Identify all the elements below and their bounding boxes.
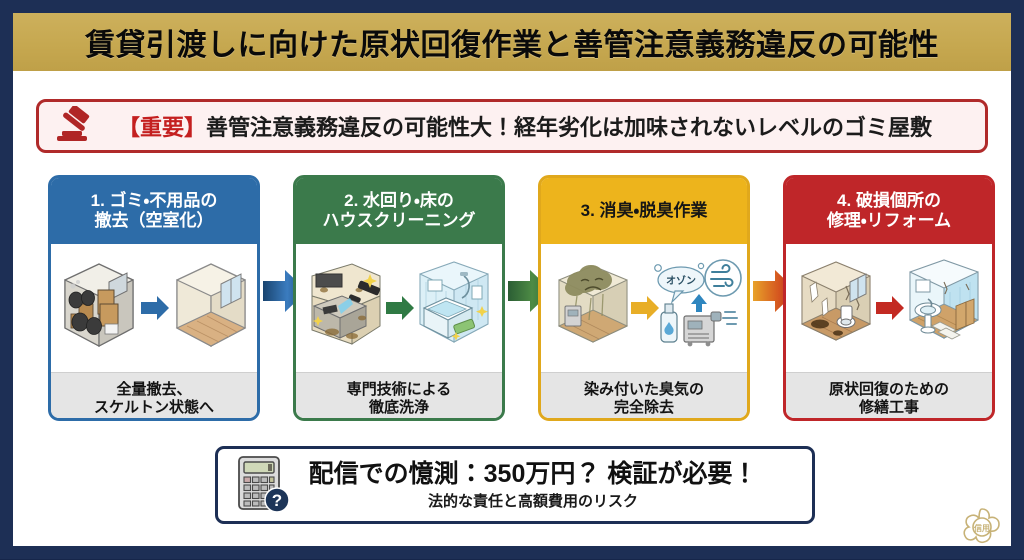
step-4-caption: 原状回復のための 修繕工事 <box>786 372 992 418</box>
gavel-icon <box>53 104 99 146</box>
step-card-3[interactable]: 3. 消臭・脱臭作業 <box>538 175 750 421</box>
logo-text: 信用 <box>973 523 990 533</box>
inner-arrow-4 <box>876 296 904 320</box>
step-1-header-line2: 撤去（空室化） <box>94 211 214 230</box>
callout-text-block: 配信での憶測：350万円？ 検証が必要！ 法的な責任と高額費用のリスク <box>300 460 812 511</box>
inner-arrow-3 <box>631 296 659 320</box>
callout-headline: 配信での憶測：350万円？ 検証が必要！ <box>308 459 758 488</box>
step-1-caption: 全量撤去、 スケルトン状態へ <box>51 372 257 418</box>
inner-arrow-2 <box>386 296 414 320</box>
title-bar: 賃貸引渡しに向けた原状回復作業と善管注意義務違反の可能性 <box>13 13 1011 71</box>
alert-body: 善管注意義務違反の可能性大！経年劣化は加味されないレベルのゴミ屋敷 <box>206 115 933 140</box>
step-card-2[interactable]: 2. 水回り・床の ハウスクリーニング <box>293 175 505 421</box>
step-1-header: 1. ゴミ・不用品の 撤去（空室化） <box>51 178 257 244</box>
calculator-icon: ? <box>236 455 292 515</box>
step-2-illustration <box>296 244 502 372</box>
flower-emblem-logo: 信用 <box>956 503 1008 555</box>
svg-text:オゾン: オゾン <box>666 274 696 287</box>
step-1-caption-line1: 全量撤去、 <box>116 381 192 398</box>
alert-tag: 【重要】 <box>117 115 206 140</box>
alert-text: 【重要】善管注意義務違反の可能性大！経年劣化は加味されないレベルのゴミ屋敷 <box>105 110 985 142</box>
step-3-header-line1: 3. 消臭・脱臭作業 <box>580 200 708 220</box>
svg-text:?: ? <box>272 491 282 510</box>
step-3-caption: 染み付いた臭気の 完全除去 <box>541 372 747 418</box>
step-4-header-line2: 修理・リフォーム <box>826 211 952 230</box>
step-3-header: 3. 消臭・脱臭作業 <box>541 178 747 244</box>
step-2-header-line1: 2. 水回り・床の <box>344 190 454 210</box>
step-2-caption: 専門技術による 徹底洗浄 <box>296 372 502 418</box>
step-2-header-line2: ハウスクリーニング <box>322 211 476 230</box>
page-title: 賃貸引渡しに向けた原状回復作業と善管注意義務違反の可能性 <box>85 29 939 62</box>
step-card-1[interactable]: 1. ゴミ・不用品の 撤去（空室化） <box>48 175 260 421</box>
step-4-caption-line2: 修繕工事 <box>858 399 919 416</box>
step-2-caption-line1: 専門技術による <box>346 381 452 398</box>
step-3-caption-line2: 完全除去 <box>613 399 674 416</box>
callout-subtext: 法的な責任と高額費用のリスク <box>427 492 638 510</box>
step-1-header-line1: 1. ゴミ・不用品の <box>90 190 218 210</box>
content-canvas: 【重要】善管注意義務違反の可能性大！経年劣化は加味されないレベルのゴミ屋敷 1.… <box>13 71 1011 546</box>
step-card-4[interactable]: 4. 破損個所の 修理・リフォーム <box>783 175 995 421</box>
step-4-header-line1: 4. 破損個所の <box>837 190 941 210</box>
step-4-caption-line1: 原状回復のための <box>828 381 949 398</box>
step-2-caption-line2: 徹底洗浄 <box>368 399 429 416</box>
step-1-illustration <box>51 244 257 372</box>
step-4-header: 4. 破損個所の 修理・リフォーム <box>786 178 992 244</box>
step-2-header: 2. 水回り・床の ハウスクリーニング <box>296 178 502 244</box>
process-steps-row: 1. ゴミ・不用品の 撤去（空室化） <box>31 175 995 430</box>
step-4-illustration <box>786 244 992 372</box>
step-3-illustration: オゾン <box>541 244 747 372</box>
step-1-caption-line2: スケルトン状態へ <box>93 399 214 416</box>
step-3-caption-line1: 染み付いた臭気の <box>583 381 704 398</box>
inner-arrow-1 <box>141 296 169 320</box>
cost-estimate-callout[interactable]: ? 配信での憶測：350万円？ 検証が必要！ 法的な責任と高額費用のリスク <box>215 446 815 524</box>
important-alert-banner: 【重要】善管注意義務違反の可能性大！経年劣化は加味されないレベルのゴミ屋敷 <box>36 99 988 153</box>
